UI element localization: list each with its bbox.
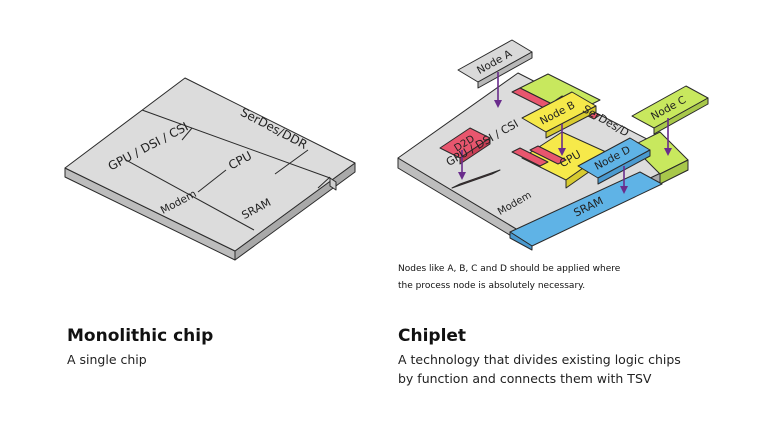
d2d-front — [459, 137, 491, 165]
node-b-front — [545, 105, 597, 139]
chiplet-description-line-1: A technology that divides existing logic… — [398, 352, 681, 367]
chiplet-title: Chiplet — [398, 326, 467, 346]
chiplet-diagram — [397, 39, 709, 251]
tsv-bar-bottom — [529, 145, 567, 165]
tsv-bar-left — [451, 169, 501, 189]
chiplet-serdes-green-side — [659, 159, 689, 185]
monolithic-top-face — [64, 77, 356, 252]
monolithic-chip — [64, 77, 356, 261]
chiplet-description-line-2: by function and connects them with TSV — [398, 371, 652, 386]
node-a-front — [477, 51, 533, 89]
chiplet-note-line-1: Nodes like A, B, C and D should be appli… — [398, 264, 621, 274]
node-arrows — [458, 72, 672, 194]
monolithic-notch — [329, 177, 337, 191]
monolithic-title: Monolithic chip — [67, 326, 214, 346]
monolithic-partitions — [125, 109, 331, 231]
chiplet-sram-left-face — [509, 231, 533, 251]
tsv-bar-middle — [511, 147, 549, 167]
monolithic-description: A single chip — [67, 352, 147, 367]
chiplet-note-line-2: the process node is absolutely necessary… — [398, 281, 586, 291]
